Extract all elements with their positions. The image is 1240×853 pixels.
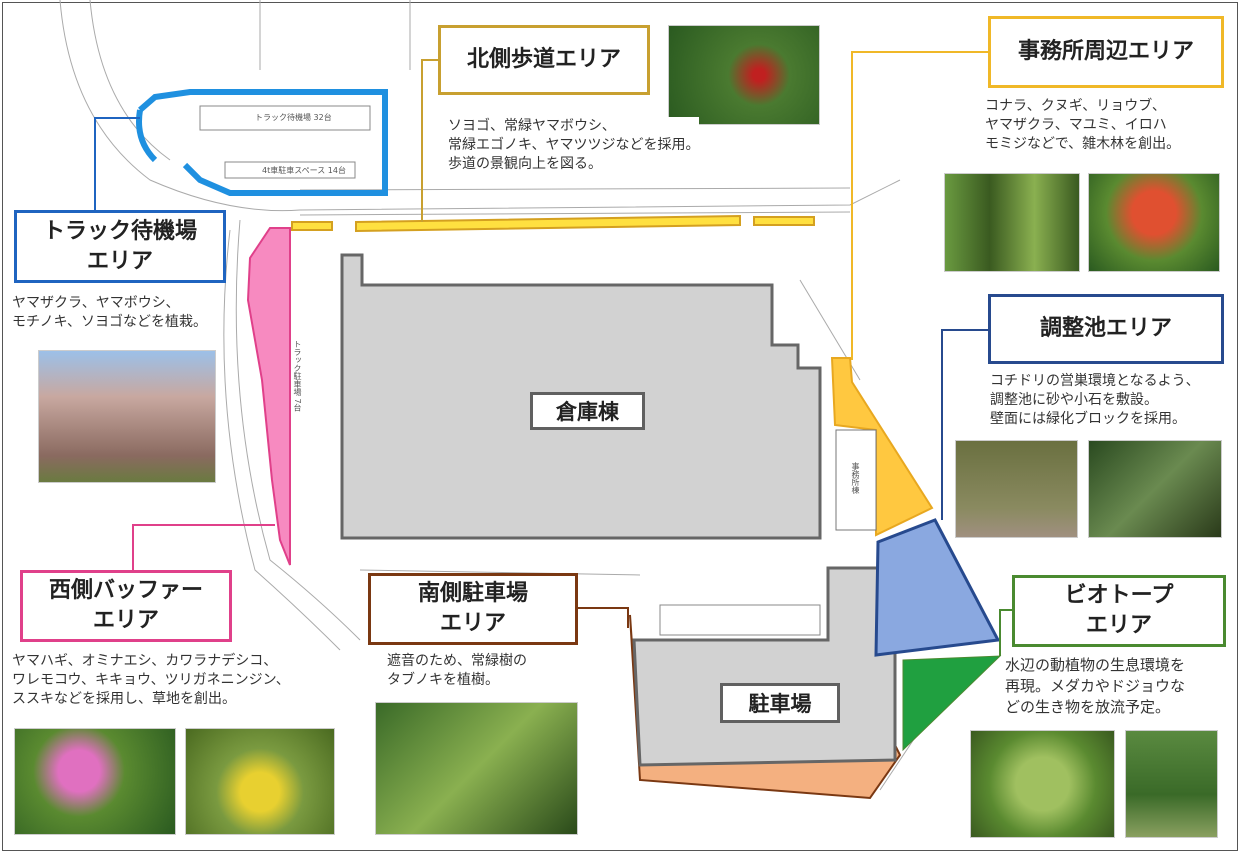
office-area-desc: コナラ、クヌギ、リョウブ、 ヤマザクラ、マユミ、イロハ モミジなどで、雑木林を創… [985, 97, 1181, 154]
cherry-tree-photo [38, 350, 216, 483]
truck-area-title: トラック待機場 エリア [14, 210, 226, 283]
berry-tree-photo [668, 25, 820, 125]
parking-lot-footprint [632, 566, 897, 767]
pond-area-desc: コチドリの営巣環境となるよう、 調整池に砂や小石を敷設。 壁面には緑化ブロックを… [990, 372, 1200, 429]
parking-stalls [659, 604, 821, 636]
plover-bird-photo [955, 440, 1078, 538]
biotope-area-title: ビオトープ エリア [1012, 575, 1226, 647]
green-block-photo [1088, 440, 1222, 538]
woodland-photo [944, 173, 1080, 272]
office-building-label: 事務所棟 [851, 462, 860, 494]
south-area-title: 南側駐車場 エリア [368, 573, 578, 645]
yellow-flower-photo [185, 728, 335, 835]
north-area-desc: ソヨゴ、常緑ヤマボウシ、 常緑エゴノキ、ヤマツツジなどを採用。 歩道の景観向上を… [448, 117, 700, 174]
north-sidewalk-area-zone [291, 214, 815, 233]
large-tree-photo [1125, 730, 1218, 838]
autumn-maple-photo [1088, 173, 1220, 272]
office-building [835, 429, 877, 531]
south-area-desc: 遮音のため、常緑樹の タブノキを植樹。 [387, 652, 527, 690]
truck-waiting-map-label: トラック待機場 32台 [255, 113, 332, 122]
north-area-title: 北側歩道エリア [438, 25, 650, 95]
truck-waiting-area-zone [138, 89, 388, 196]
west-area-desc: ヤマハギ、オミナエシ、カワラナデシコ、 ワレモコウ、キキョウ、ツリガネニンジン、… [12, 652, 290, 709]
tabunoki-photo [375, 702, 578, 835]
retention-pond-area-zone [874, 518, 1001, 657]
biotope-area-zone [902, 655, 1002, 752]
truck-parking-map-label: トラック駐車場 7台 [293, 340, 302, 412]
truck-area-desc: ヤマザクラ、ヤマボウシ、 モチノキ、ソヨゴなどを植栽。 [12, 294, 208, 332]
office-area-zone [830, 357, 934, 537]
water-plants-photo [970, 730, 1115, 838]
biotope-area-desc: 水辺の動植物の生息環境を 再現。メダカやドジョウな どの生き物を放流予定。 [1005, 655, 1186, 718]
truck-parking-4t-map-label: 4t車駐車スペース 14台 [262, 166, 346, 175]
west-buffer-area-zone [246, 227, 291, 566]
warehouse-label: 倉庫棟 [530, 392, 645, 430]
west-area-title: 西側バッファー エリア [20, 570, 232, 642]
parking-label: 駐車場 [720, 683, 840, 723]
connector-lines [94, 51, 1012, 656]
pink-flower-photo [14, 728, 176, 835]
office-area-title: 事務所周辺エリア [988, 16, 1224, 88]
pond-area-title: 調整池エリア [988, 294, 1224, 364]
